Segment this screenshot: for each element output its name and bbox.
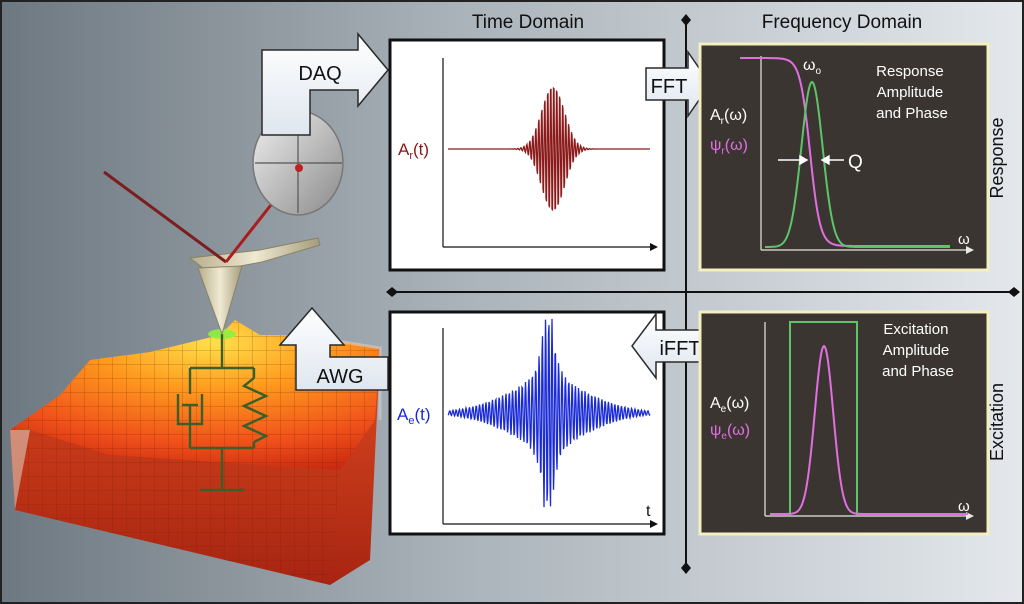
resonance-peak-label: ωo	[803, 57, 822, 77]
excitation-freq-x-label: ω	[958, 498, 970, 515]
excitation-time-y-label: Ae(t)	[397, 405, 431, 427]
excitation-amp-label: Ae(ω)	[710, 395, 749, 415]
laser-incident	[103, 170, 227, 264]
excitation-side-label: Excitation	[987, 383, 1007, 461]
daq-arrow: DAQ	[261, 31, 389, 136]
response-freq-caption: Response Amplitude and Phase	[876, 63, 948, 122]
excitation-freq-caption: Excitation Amplitude and Phase	[882, 321, 954, 380]
ifft-label: iFFT	[659, 338, 700, 360]
excitation-time-panel: Ae(t) t	[388, 310, 666, 536]
afm-illustration	[10, 110, 382, 585]
afm-tip	[197, 265, 243, 336]
q-width-marker	[778, 154, 844, 166]
response-phase-label: ψr(ω)	[710, 137, 748, 157]
time-domain-header: Time Domain	[472, 12, 584, 33]
response-side-label: Response	[987, 117, 1007, 198]
excitation-freq-panel: Ae(ω) ψe(ω) ω Excitation Amplitude and P…	[698, 310, 990, 536]
frequency-domain-header: Frequency Domain	[762, 12, 923, 33]
awg-label: AWG	[316, 366, 363, 388]
excitation-phase-curve	[770, 344, 968, 515]
excitation-phase-label: ψe(ω)	[710, 422, 750, 442]
excitation-signal	[447, 318, 651, 508]
spring-dashpot-model	[176, 334, 269, 492]
response-amp-label: Ar(ω)	[710, 107, 747, 127]
fft-arrow: FFT	[645, 49, 711, 119]
awg-arrow: AWG	[278, 306, 389, 391]
response-freq-panel: Ar(ω) ψr(ω) ωo Q ω Response Amplitude an…	[698, 42, 990, 272]
response-amplitude-curve	[765, 80, 950, 248]
response-freq-x-label: ω	[958, 231, 970, 248]
response-signal	[448, 86, 650, 212]
response-time-y-label: Ar(t)	[398, 140, 429, 162]
q-label: Q	[848, 152, 863, 173]
quadrant-dividers	[392, 20, 1014, 568]
excitation-time-x-label: t	[646, 503, 651, 520]
fft-label: FFT	[651, 76, 688, 98]
ifft-arrow: iFFT	[631, 311, 713, 381]
daq-label: DAQ	[298, 63, 341, 85]
response-time-panel: Ar(t)	[388, 38, 666, 272]
